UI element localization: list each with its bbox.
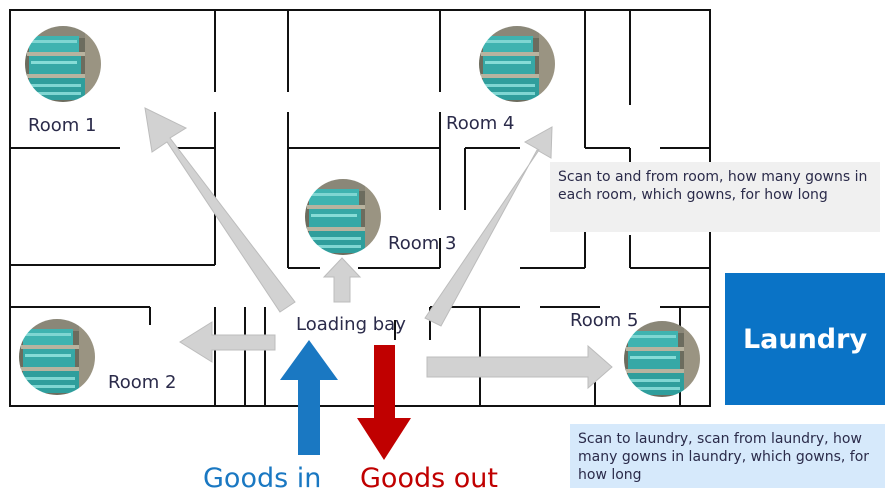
arrow-to-room3 [322, 257, 362, 303]
room5-label: Room 5 [570, 310, 639, 331]
room3-label: Room 3 [388, 233, 457, 254]
room2-photo-icon [19, 319, 95, 395]
room4-label: Room 4 [446, 113, 515, 134]
laundry-block: Laundry [725, 273, 885, 405]
arrow-to-room4 [424, 126, 553, 327]
goods-in-label: Goods in [203, 463, 322, 494]
arrow-to-room5 [426, 344, 613, 390]
room1-label: Room 1 [28, 115, 97, 136]
grey-arrows [144, 107, 613, 390]
room1-photo-icon [25, 26, 101, 102]
room2-label: Room 2 [108, 372, 177, 393]
rooms-scan-note: Scan to and from room, how many gowns in… [550, 162, 880, 232]
laundry-scan-note: Scan to laundry, scan from laundry, how … [570, 424, 885, 488]
laundry-label: Laundry [742, 323, 868, 355]
loading-bay-label: Loading bay [296, 314, 406, 335]
room3-photo-icon [305, 179, 381, 255]
goods-out-label: Goods out [360, 463, 498, 494]
room4-photo-icon [479, 26, 555, 102]
goods-in-arrow [280, 340, 338, 455]
room5-photo-icon [624, 321, 700, 397]
arrow-to-room1 [144, 107, 296, 313]
interior-walls [10, 10, 710, 406]
goods-out-arrow [357, 345, 411, 460]
arrow-to-room2 [179, 321, 276, 363]
